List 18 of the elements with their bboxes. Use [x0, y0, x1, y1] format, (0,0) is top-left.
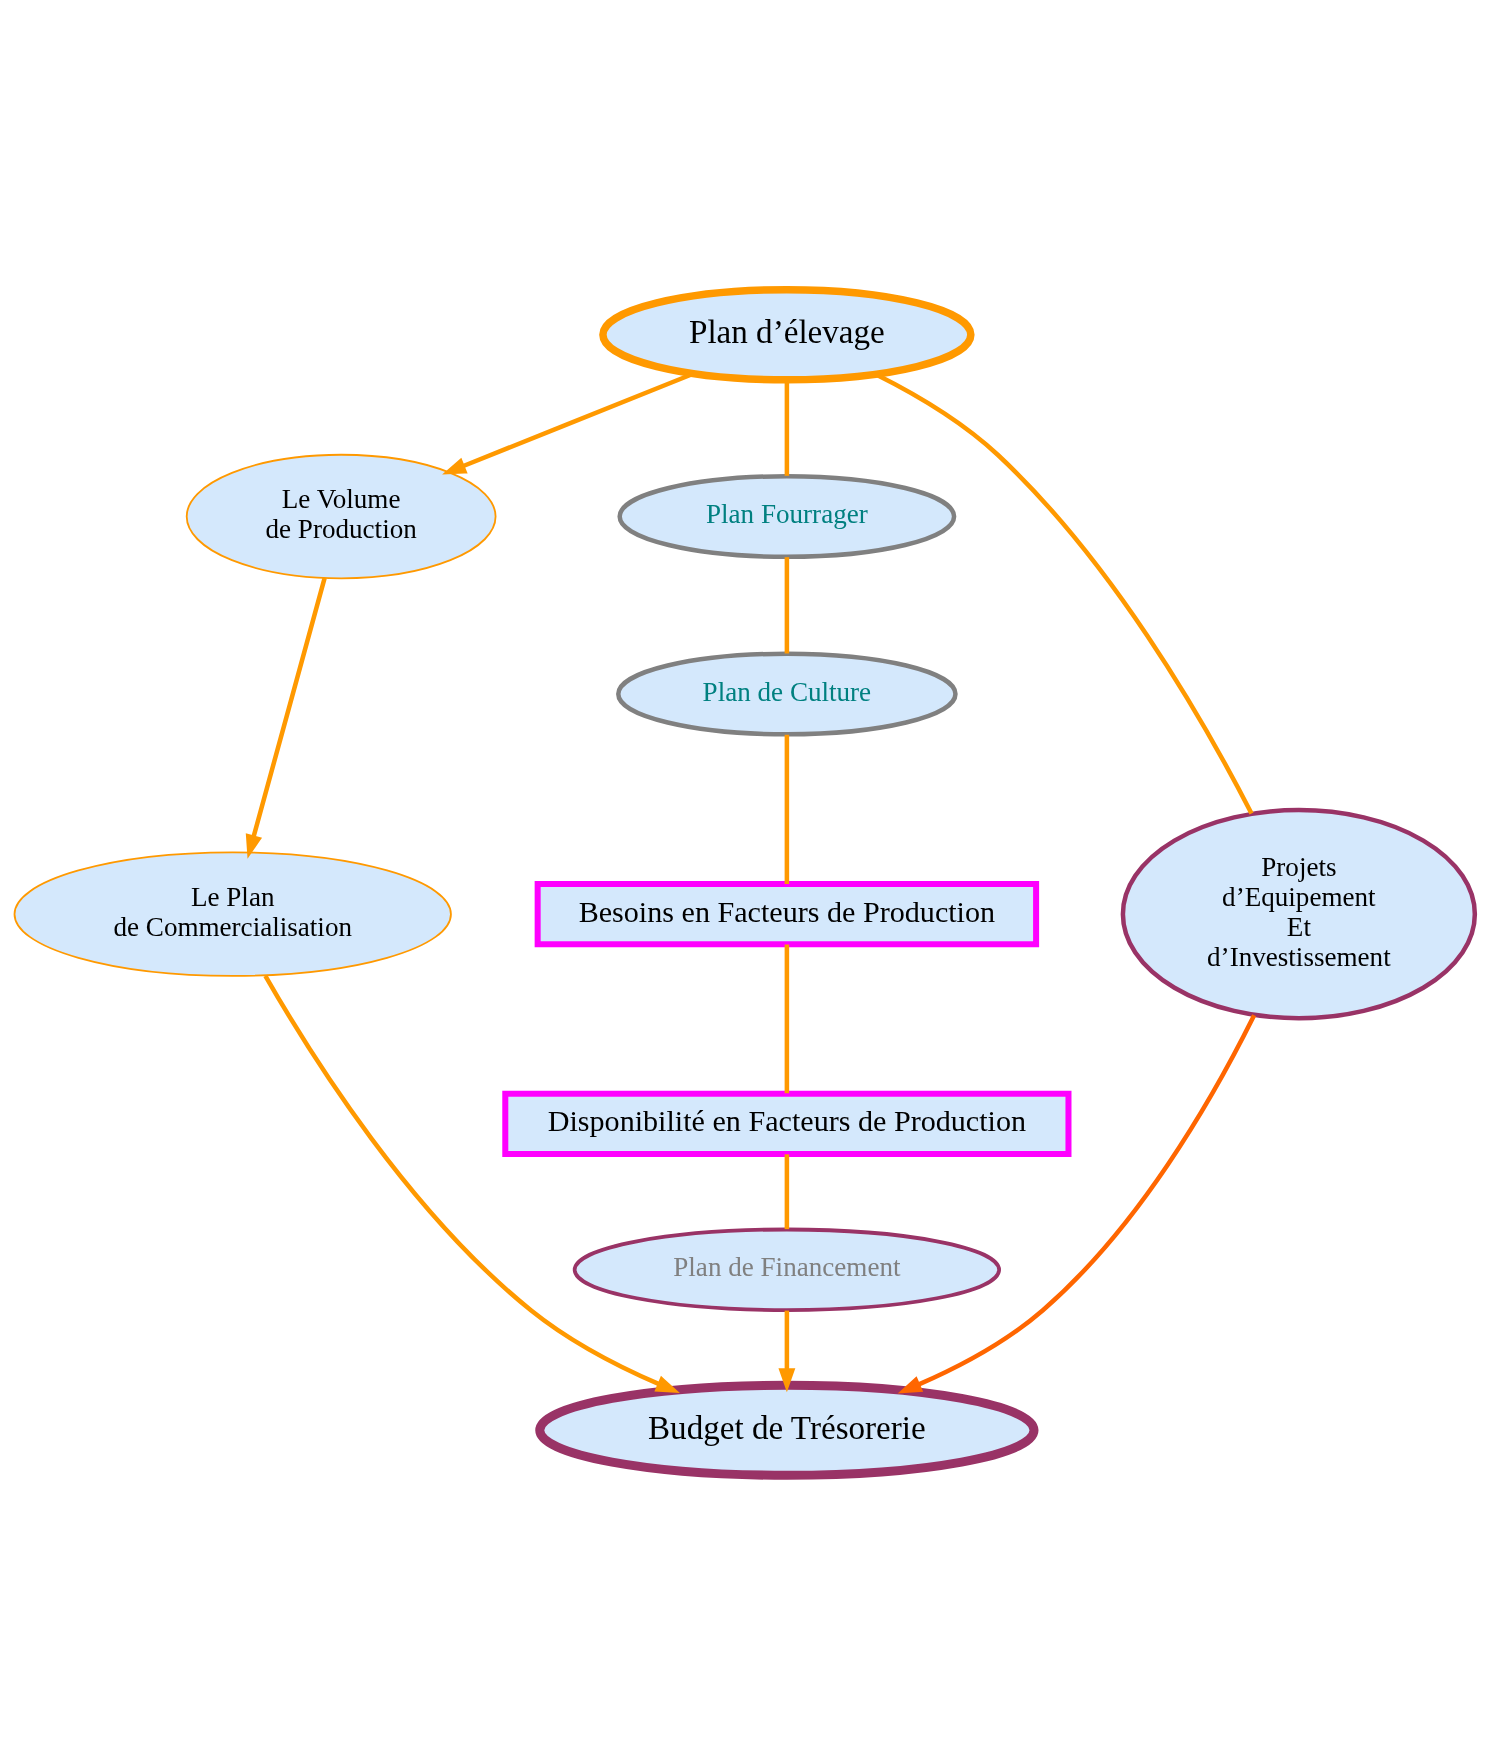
node-box: Besoins en Facteurs de Production: [534, 880, 1040, 947]
arrow: [263, 974, 680, 1393]
node-ellipse: Plan Fourrager: [617, 473, 957, 559]
connector: [784, 943, 790, 1093]
connector: [784, 556, 790, 653]
connector: [784, 1153, 790, 1229]
arrow: [245, 576, 327, 859]
node-ellipse: Plan de Culture: [616, 651, 958, 737]
node-ellipse: Plan de Financement: [572, 1227, 1001, 1312]
node-ellipse: Budget de Trésorerie: [535, 1380, 1039, 1480]
node-ellipse: Plan d’élevage: [599, 285, 975, 384]
arrow: [897, 1013, 1257, 1393]
arrow: [778, 1310, 796, 1392]
connector: [784, 734, 790, 884]
node-ellipse: Projets d’Equipement Et d’Investissement: [1120, 807, 1478, 1020]
node-box: Disponibilité en Facteurs de Production: [502, 1090, 1072, 1157]
node-ellipse: Le Plan de Commercialisation: [13, 850, 452, 977]
node-ellipse: Le Volume de Production: [185, 453, 497, 579]
